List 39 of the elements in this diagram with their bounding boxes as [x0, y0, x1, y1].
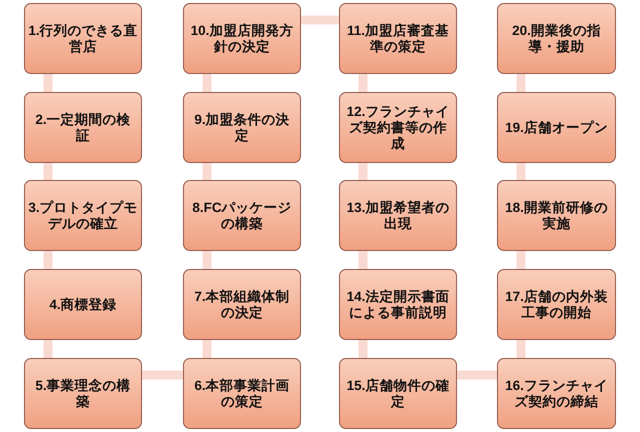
step-box: 12.フランチャイズ契約書等の作成	[339, 92, 457, 163]
step-box: 3.プロトタイプモデルの確立	[24, 180, 142, 251]
step-box: 8.FCパッケージの構築	[183, 180, 301, 251]
step-box: 19.店舗オープン	[497, 92, 616, 163]
connector-line	[358, 251, 368, 269]
step-box: 1.行列のできる直営店	[24, 3, 142, 74]
step-box: 18.開業前研修の実施	[497, 180, 616, 251]
connector-line	[44, 340, 52, 358]
connector-line	[44, 251, 52, 269]
connector-line	[516, 340, 526, 358]
step-box: 4.商標登録	[24, 269, 142, 340]
connector-line	[516, 163, 526, 180]
step-box: 16.フランチャイズ契約の締結	[497, 358, 616, 429]
step-box: 15.店舗物件の確定	[339, 358, 457, 429]
connector-line	[358, 340, 368, 358]
step-box: 20.開業後の指導・援助	[497, 3, 616, 74]
step-box: 10.加盟店開発方針の決定	[183, 3, 301, 74]
step-box: 14.法定開示書面による事前説明	[339, 269, 457, 340]
step-box: 2.一定期間の検証	[24, 92, 142, 163]
connector-line	[202, 163, 212, 180]
step-box: 5.事業理念の構築	[24, 358, 142, 429]
step-box: 7.本部組織体制の決定	[183, 269, 301, 340]
connector-line	[301, 16, 339, 24]
connector-line	[457, 370, 497, 380]
connector-line	[202, 340, 212, 358]
step-box: 11.加盟店審査基準の策定	[339, 3, 457, 74]
connector-line	[142, 370, 183, 380]
connector-line	[202, 251, 212, 269]
connector-line	[358, 74, 368, 92]
connector-line	[44, 163, 52, 180]
connector-line	[202, 74, 212, 92]
connector-line	[516, 74, 526, 92]
step-box: 9.加盟条件の決定	[183, 92, 301, 163]
step-box: 13.加盟希望者の出現	[339, 180, 457, 251]
connector-line	[44, 74, 52, 92]
connector-line	[358, 163, 368, 180]
step-box: 6.本部事業計画の策定	[183, 358, 301, 429]
connector-line	[516, 251, 526, 269]
step-box: 17.店舗の内外装工事の開始	[497, 269, 616, 340]
